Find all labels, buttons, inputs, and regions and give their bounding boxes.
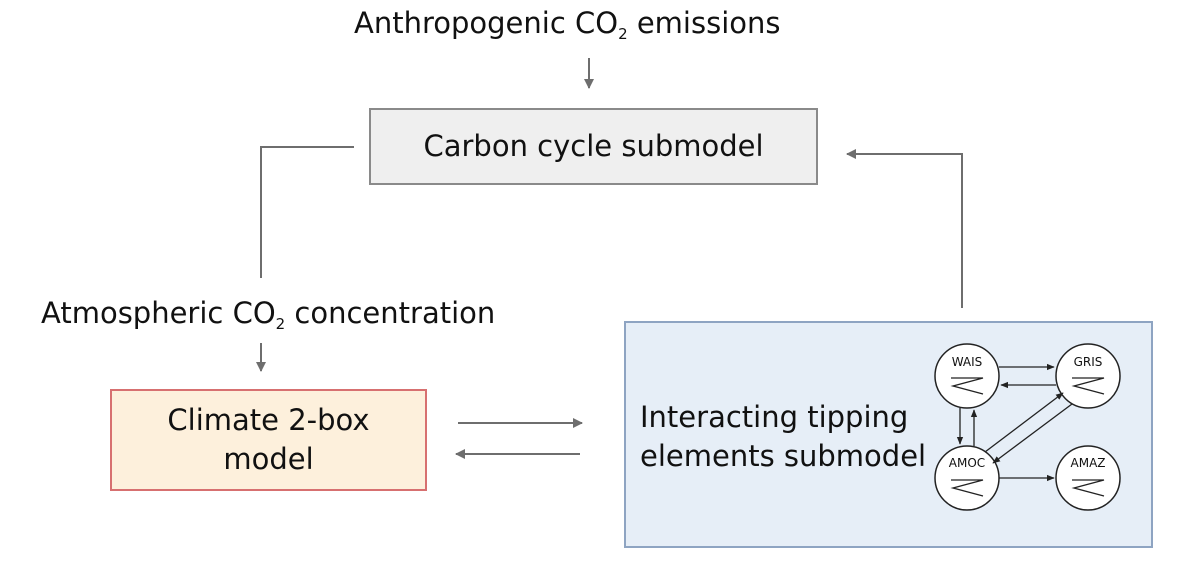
carbon-cycle-submodel-box: Carbon cycle submodel (369, 108, 818, 185)
amaz-node-label: AMAZ (1071, 456, 1106, 470)
tipping-box-line2: elements submodel (640, 439, 927, 474)
concentration-suffix: concentration (285, 296, 496, 330)
emissions-suffix: emissions (627, 6, 781, 40)
tipping-box-line1: Interacting tipping (640, 400, 909, 434)
concentration-subscript: 2 (275, 315, 286, 333)
wais-zigzag-icon (950, 377, 984, 395)
tipping-elements-label: Interacting tipping elements submodel (640, 398, 926, 476)
anthropogenic-emissions-label: Anthropogenic CO2 emissions (354, 6, 781, 42)
edge-gris-to-amoc (992, 403, 1073, 464)
amaz-zigzag-icon (1071, 479, 1105, 497)
concentration-prefix: Atmospheric CO (41, 296, 276, 330)
emissions-subscript: 2 (618, 25, 628, 43)
gris-zigzag-icon (1071, 377, 1105, 395)
edge-amoc-to-gris (984, 392, 1064, 453)
gris-node-label: GRIS (1074, 355, 1103, 369)
network-node-amoc: AMOC (934, 445, 1000, 511)
network-node-gris: GRIS (1055, 343, 1121, 409)
amoc-node-label: AMOC (949, 456, 985, 470)
carbon-cycle-label: Carbon cycle submodel (423, 128, 764, 163)
emissions-prefix: Anthropogenic CO (354, 6, 619, 40)
atmospheric-concentration-label: Atmospheric CO2 concentration (41, 296, 496, 332)
climate-2-box-model-box: Climate 2-box model (110, 389, 427, 491)
wais-node-label: WAIS (952, 355, 983, 369)
carbon-to-concentration-line (260, 146, 354, 278)
climate-box-line1: Climate 2-box (167, 402, 370, 437)
network-node-amaz: AMAZ (1055, 445, 1121, 511)
tipping-to-carbon-arrow (846, 149, 963, 308)
network-node-wais: WAIS (934, 343, 1000, 409)
amoc-zigzag-icon (950, 479, 984, 497)
climate-box-line2: model (223, 442, 314, 476)
